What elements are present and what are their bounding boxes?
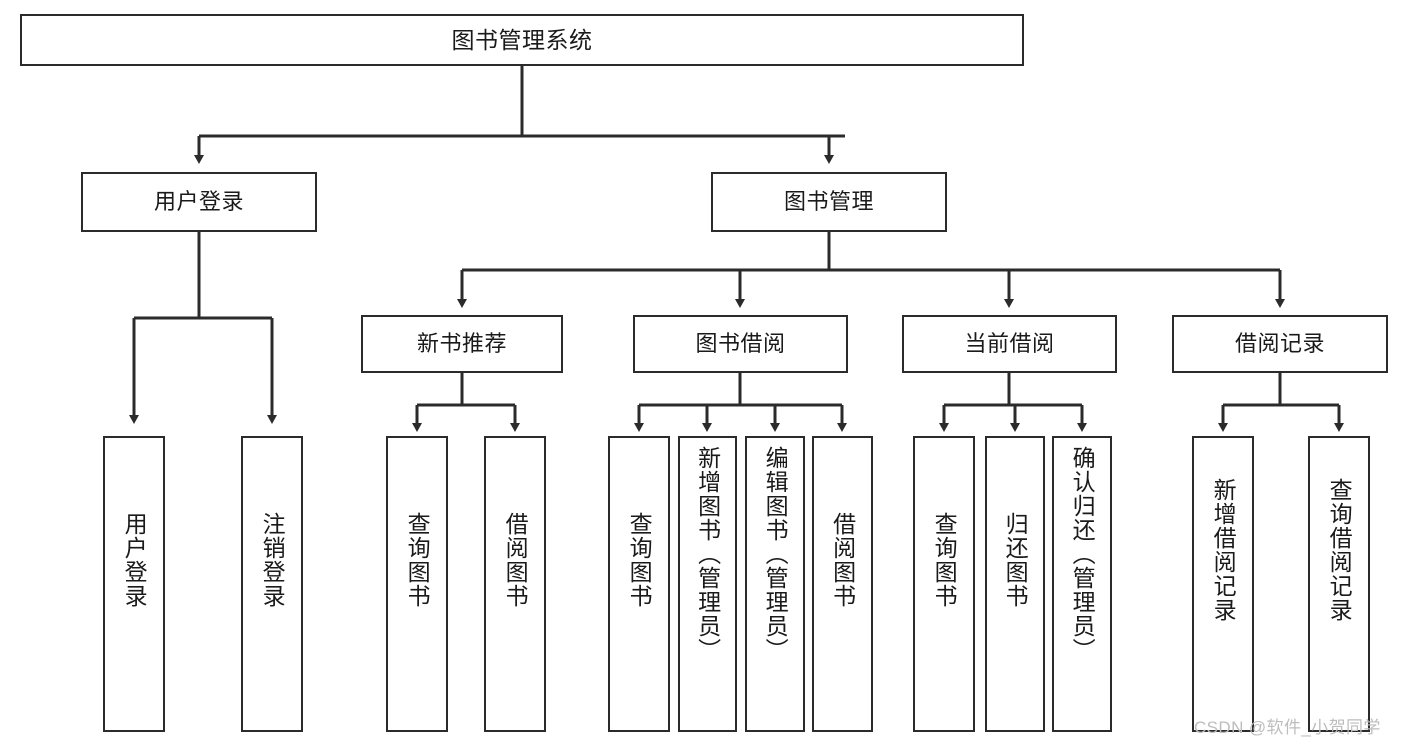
node-user-login[interactable]: 用户登录 xyxy=(81,172,317,232)
node-leaf-query-book-2-label: 查询图书 xyxy=(626,512,653,608)
node-borrow-record[interactable]: 借阅记录 xyxy=(1172,315,1388,373)
node-leaf-query-book-2[interactable]: 查询图书 xyxy=(608,436,670,732)
node-leaf-query-record-label: 查询借阅记录 xyxy=(1326,478,1353,622)
node-user-login-label: 用户登录 xyxy=(153,189,244,215)
node-leaf-borrow-book-2[interactable]: 借阅图书 xyxy=(812,436,873,732)
node-leaf-query-record[interactable]: 查询借阅记录 xyxy=(1308,436,1370,732)
watermark: CSDN @软件_小贺同学 xyxy=(1194,713,1381,738)
node-current-borrow[interactable]: 当前借阅 xyxy=(902,315,1117,373)
node-leaf-confirm-return[interactable]: 确认归还（管理员） xyxy=(1052,436,1112,732)
node-leaf-query-book-1[interactable]: 查询图书 xyxy=(386,436,448,732)
node-leaf-query-book-3[interactable]: 查询图书 xyxy=(913,436,975,732)
node-root-label: 图书管理系统 xyxy=(451,26,593,53)
node-leaf-user-logout[interactable]: 注销登录 xyxy=(241,436,303,732)
node-leaf-return-book-label: 归还图书 xyxy=(1002,512,1029,608)
node-root[interactable]: 图书管理系统 xyxy=(20,14,1024,66)
node-leaf-query-book-3-label: 查询图书 xyxy=(931,512,958,608)
node-leaf-add-book-label: 新增图书（管理员） xyxy=(694,446,721,662)
node-leaf-user-login[interactable]: 用户登录 xyxy=(103,436,165,732)
node-leaf-edit-book[interactable]: 编辑图书（管理员） xyxy=(745,436,805,732)
node-leaf-user-login-label: 用户登录 xyxy=(121,512,148,608)
watermark-text: CSDN @软件_小贺同学 xyxy=(1194,718,1381,737)
node-leaf-borrow-book-1[interactable]: 借阅图书 xyxy=(484,436,546,732)
node-book-manage[interactable]: 图书管理 xyxy=(711,172,947,232)
node-current-borrow-label: 当前借阅 xyxy=(964,331,1055,357)
node-leaf-add-book[interactable]: 新增图书（管理员） xyxy=(678,436,737,732)
node-leaf-confirm-return-label: 确认归还（管理员） xyxy=(1069,446,1096,662)
node-leaf-query-book-1-label: 查询图书 xyxy=(404,512,431,608)
node-leaf-borrow-book-2-label: 借阅图书 xyxy=(829,512,856,608)
node-leaf-add-record[interactable]: 新增借阅记录 xyxy=(1192,436,1254,732)
node-leaf-edit-book-label: 编辑图书（管理员） xyxy=(762,446,789,662)
node-book-borrow[interactable]: 图书借阅 xyxy=(633,315,848,373)
node-leaf-add-record-label: 新增借阅记录 xyxy=(1210,478,1237,622)
node-book-borrow-label: 图书借阅 xyxy=(695,331,786,357)
node-new-book-recommend-label: 新书推荐 xyxy=(416,331,507,357)
node-leaf-return-book[interactable]: 归还图书 xyxy=(985,436,1045,732)
node-leaf-borrow-book-1-label: 借阅图书 xyxy=(502,512,529,608)
node-leaf-user-logout-label: 注销登录 xyxy=(259,512,286,608)
node-borrow-record-label: 借阅记录 xyxy=(1234,331,1325,357)
node-new-book-recommend[interactable]: 新书推荐 xyxy=(361,315,563,373)
node-book-manage-label: 图书管理 xyxy=(783,189,874,215)
